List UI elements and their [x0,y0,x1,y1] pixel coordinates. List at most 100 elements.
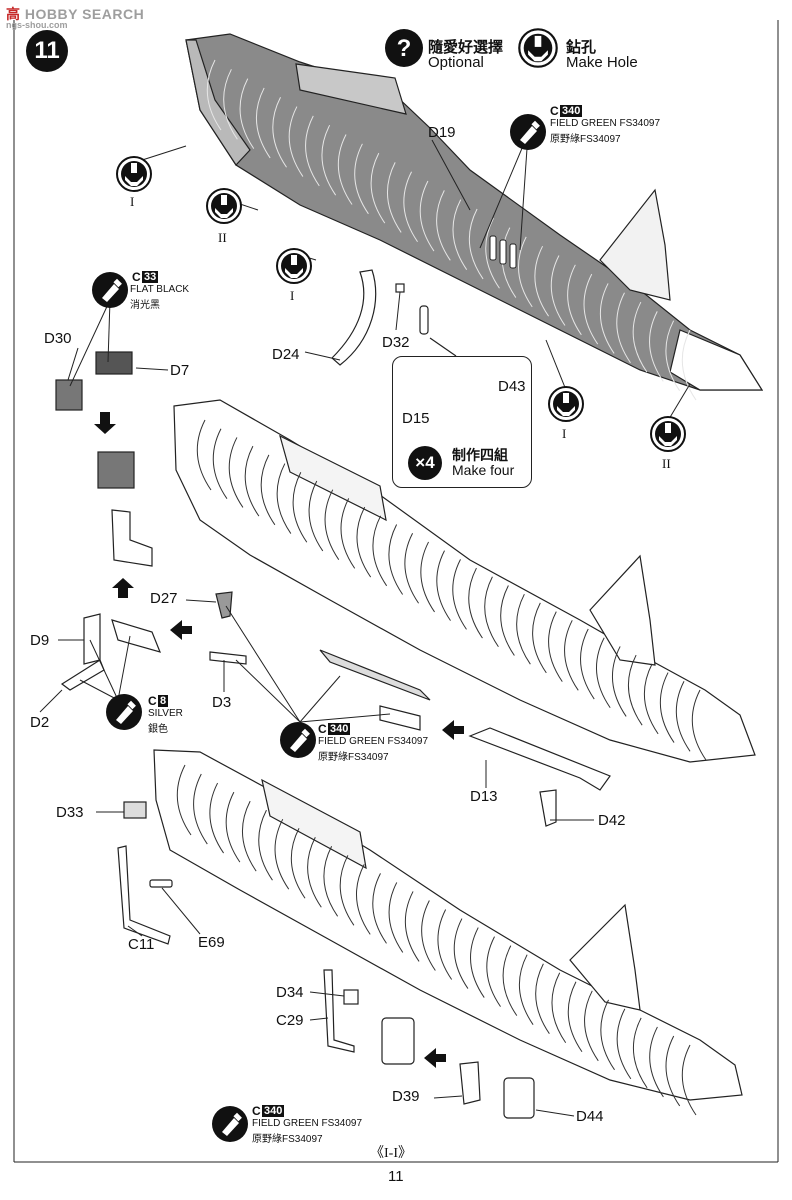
make-hole-icon-4 [548,386,584,422]
part-label-d34: D34 [276,984,304,1001]
fuselage-rib [675,681,691,752]
watermark-brand: 高 HOBBY SEARCH [6,4,144,24]
paint-prefix: C [148,694,157,708]
fuselage-half-top [185,33,764,391]
step-number: 11 [26,30,68,72]
note-en: Make four [452,462,515,478]
paint-code: 340 [328,723,351,735]
fuselage-rib [665,1035,681,1107]
fuselage-rib [659,672,675,743]
fuselage-rib [567,264,582,336]
fuselage-rib [550,255,566,326]
part-label-c11: C11 [128,936,155,953]
part-label-d19: D19 [428,124,456,141]
part-label-d32: D32 [382,334,410,351]
fuselage-rib [468,208,484,280]
fuselage-rib [176,764,192,836]
fuselage-rib [649,1026,664,1098]
fuselage-rib [452,559,467,630]
fuselage-rib [307,837,322,908]
fuselage-rib [518,236,533,308]
fuselage-rib [260,454,276,526]
fuselage-rib [453,918,469,989]
section-mark-ii: II [218,230,227,245]
fuselage-rib [324,489,340,560]
fuselage-rib [484,576,499,648]
fuselage-rib [239,78,255,149]
section-mark-i: I [290,288,295,303]
fuselage-rib [276,463,292,534]
part-d9-d2-drawing [60,613,162,691]
paint-name-cn: 消光黑 [130,300,160,311]
part-label-d2: D2 [30,714,50,731]
fuselage-rib [206,59,222,131]
watermark-url: ngs-shou.com [6,20,68,30]
fuselage-rib [419,180,435,252]
installed-d7-drawing [97,451,153,567]
part-label-c29: C29 [276,1012,304,1029]
paint-prefix: C [318,722,327,736]
fuselage-rib [616,292,631,364]
fuselage-rib [292,472,308,543]
fuselage-rib [470,927,485,998]
part-label-e69: E69 [198,934,225,951]
fuselage-rib [437,909,453,980]
legend-optional-en: Optional [428,54,484,71]
paint-name-cn: 原野綠FS34097 [550,134,621,145]
fuselage-rib [321,124,337,196]
fuselage-rib [516,593,531,665]
fuselage-rib [548,611,563,682]
part-label-d33: D33 [56,804,84,821]
fuselage-rib [532,602,547,674]
part-label-d7: D7 [170,362,190,379]
fuselage-top-ribs [206,59,697,401]
fuselage-rib [212,428,228,499]
fuselage-rib [244,445,260,517]
paint-name-cn: 原野綠FS34097 [252,1134,323,1145]
paint-code: 8 [158,695,169,707]
paint-prefix: C [132,270,141,284]
watermark-brand-a: 高 [6,6,21,22]
part-label-d9: D9 [30,632,50,649]
fuselage-rib [355,864,371,935]
make-hole-legend-icon [518,28,558,68]
fuselage-rib [255,87,271,159]
fuselage-rib [288,106,304,177]
part-d7-d30-drawing [55,351,133,411]
fuselage-rib [386,162,402,233]
fuselage-rib [388,882,404,953]
fuselage-rib [272,97,287,168]
note-pointer [429,337,457,357]
fuselage-rib [228,437,244,508]
fuselage-middle-ribs [196,419,707,761]
fuselage-rib [643,663,659,735]
legend-hole-en: Make Hole [566,54,638,71]
part-label-d3: D3 [212,694,232,711]
fuselage-rib [583,273,599,345]
paint-prefix: C [252,1104,261,1118]
fuselage-rib [567,981,583,1053]
fuselage-rib [681,1044,697,1116]
fuselage-rib [584,990,599,1062]
paint-prefix: C [550,104,559,118]
fuselage-rib [632,301,648,373]
paint-code: 340 [560,105,583,117]
section-mark-i: I [130,194,135,209]
fuselage-rib [340,498,356,569]
make-hole-icon-2 [206,188,242,224]
fuselage-rib [502,945,518,1016]
fuselage-rib [436,190,451,261]
part-d33-c11-e69-drawing [117,801,173,945]
paint-name-en: FIELD GREEN FS34097 [318,736,429,747]
section-label: 《I-I》 [370,1146,412,1161]
fuselage-rib [632,1017,648,1089]
paint-name-en: FIELD GREEN FS34097 [550,118,661,129]
fuselage-rib [535,963,550,1034]
fuselage-rib [196,419,212,491]
section-mark-i: I [562,426,567,441]
part-d32-drawing [395,283,429,335]
fuselage-rib [356,506,372,578]
fuselage-rib [595,637,611,709]
note-cn: 制作四組 [452,447,508,463]
fuselage-rib [274,818,290,890]
